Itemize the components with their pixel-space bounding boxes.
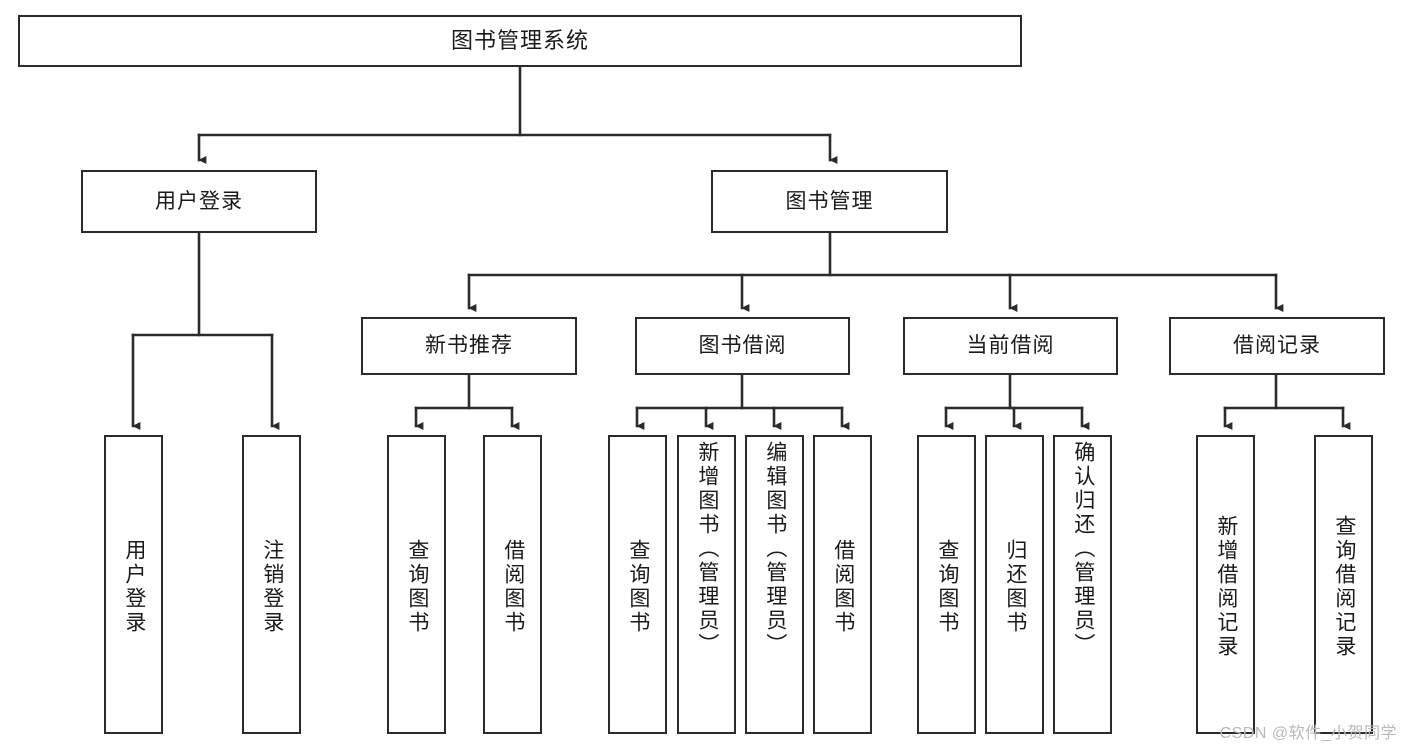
leaf-user-login-logout[interactable]: 注销登录: [242, 435, 301, 734]
node-book-borrow[interactable]: 图书借阅: [635, 317, 850, 375]
leaf-book-borrow-borrow-book[interactable]: 借阅图书: [813, 435, 872, 734]
leaf-label: 用户登录: [122, 538, 146, 635]
leaf-borrow-record-add-record[interactable]: 新增借阅记录: [1196, 435, 1255, 734]
leaf-label: 借阅图书: [501, 538, 525, 635]
leaf-label: 归还图书: [1003, 538, 1027, 635]
node-label: 新书推荐: [425, 334, 513, 358]
node-borrow-record[interactable]: 借阅记录: [1169, 317, 1385, 375]
node-current-borrow[interactable]: 当前借阅: [903, 317, 1118, 375]
leaf-label: 新增借阅记录: [1214, 514, 1238, 659]
leaf-label: 注销登录: [260, 538, 284, 635]
leaf-borrow-record-query-record[interactable]: 查询借阅记录: [1314, 435, 1373, 734]
leaf-label: 确认归还（管理员）: [1071, 441, 1095, 657]
leaf-label: 查询图书: [405, 538, 429, 635]
leaf-current-borrow-confirm-return-admin[interactable]: 确认归还（管理员）: [1053, 435, 1112, 734]
leaf-current-borrow-query-book[interactable]: 查询图书: [917, 435, 976, 734]
leaf-label: 新增图书（管理员）: [695, 441, 719, 657]
leaf-label: 编辑图书（管理员）: [763, 441, 787, 657]
leaf-label: 借阅图书: [831, 538, 855, 635]
leaf-new-book-query-book[interactable]: 查询图书: [387, 435, 446, 734]
leaf-new-book-borrow-book[interactable]: 借阅图书: [483, 435, 542, 734]
leaf-book-borrow-query-book[interactable]: 查询图书: [608, 435, 667, 734]
node-label: 借阅记录: [1233, 334, 1321, 358]
leaf-label: 查询图书: [626, 538, 650, 635]
leaf-book-borrow-edit-book-admin[interactable]: 编辑图书（管理员）: [745, 435, 804, 734]
node-label: 图书管理: [785, 189, 874, 213]
node-book-management[interactable]: 图书管理: [711, 170, 948, 233]
node-root-book-management-system[interactable]: 图书管理系统: [18, 15, 1022, 67]
leaf-user-login-login[interactable]: 用户登录: [104, 435, 163, 734]
leaf-label: 查询借阅记录: [1332, 514, 1356, 659]
node-label: 图书管理系统: [450, 27, 589, 53]
leaf-book-borrow-add-book-admin[interactable]: 新增图书（管理员）: [677, 435, 736, 734]
node-label: 用户登录: [155, 189, 243, 213]
node-label: 图书借阅: [698, 334, 787, 358]
node-label: 当前借阅: [966, 334, 1055, 358]
leaf-current-borrow-return-book[interactable]: 归还图书: [985, 435, 1044, 734]
node-user-login[interactable]: 用户登录: [81, 170, 317, 233]
leaf-label: 查询图书: [935, 538, 959, 635]
node-new-book-recommendation[interactable]: 新书推荐: [361, 317, 577, 375]
